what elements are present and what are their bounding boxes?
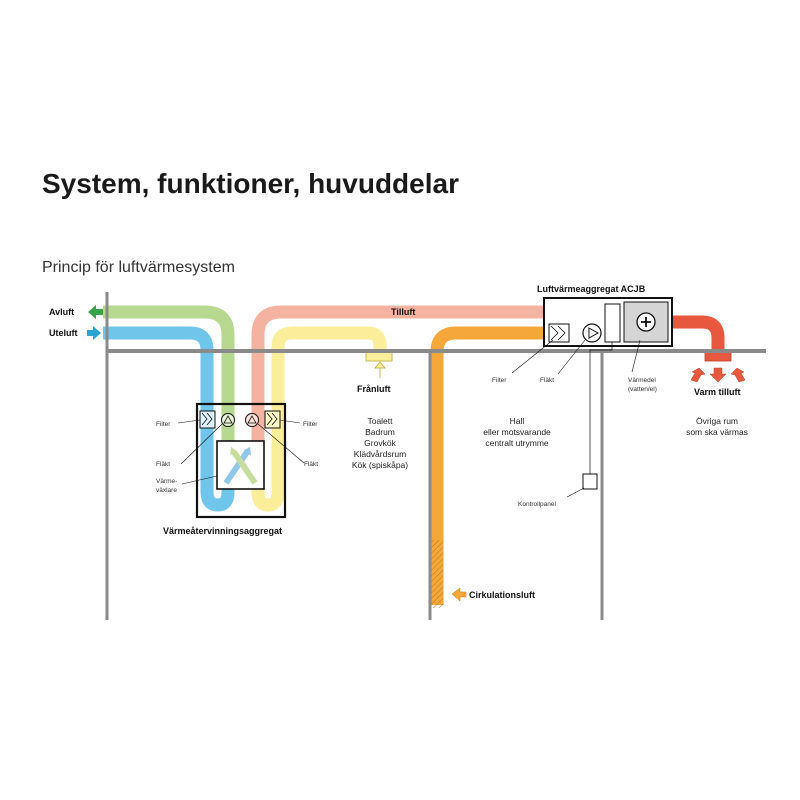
hrv-title: Värmeåtervinningsaggregat	[163, 526, 282, 536]
avluft-label: Avluft	[49, 307, 74, 317]
hrv-unit-box	[195, 402, 287, 519]
svg-text:Toalett: Toalett	[367, 416, 393, 426]
tilluft-label: Tilluft	[391, 307, 415, 317]
heat-exchanger-arrow-b-icon	[231, 450, 258, 485]
warm-arrow-center	[709, 367, 727, 383]
uteluft-duct	[103, 326, 214, 470]
svg-text:Kök (spiskåpa): Kök (spiskåpa)	[352, 460, 408, 470]
unit-fan-icon	[582, 323, 602, 343]
hrv-flakt-right-label: Fläkt	[304, 461, 318, 468]
svg-text:eller motsvarande: eller motsvarande	[483, 427, 551, 437]
hrv-varmevaxlare-label-2: växlare	[156, 487, 177, 494]
svg-text:Övriga rum: Övriga rum	[696, 416, 738, 426]
cirkulationsluft-label: Cirkulationsluft	[469, 590, 535, 600]
hrv-filter-left-label: Filter	[156, 421, 171, 428]
svg-text:Hall: Hall	[510, 416, 525, 426]
circulation-hatch	[431, 540, 443, 608]
hrv-bottom-bend-left	[200, 468, 235, 512]
franluft-arrow-icon	[374, 361, 386, 378]
varmedel-label-1: Värmedel	[628, 377, 656, 384]
tilluft-duct	[251, 305, 545, 470]
warm-arrow-left	[690, 367, 706, 383]
warm-tilluft-arrows	[690, 367, 746, 383]
control-panel-icon[interactable]	[582, 473, 598, 490]
hrv-filter-right-label: Filter	[303, 421, 318, 428]
franluft-grille	[365, 351, 393, 362]
avluft-arrow-icon	[88, 305, 103, 319]
avluft-duct	[103, 305, 235, 470]
uteluft-label: Uteluft	[49, 328, 78, 338]
other-rooms-text: Övriga rum som ska värmas	[686, 416, 748, 437]
warm-diffuser	[704, 351, 732, 362]
svg-text:som ska värmas: som ska värmas	[686, 427, 748, 437]
hrv-bottom-bend-right	[251, 468, 285, 512]
wet-rooms-list: Toalett Badrum Grovkök Klädvårdsrum Kök …	[352, 416, 408, 470]
unit-heater-section	[623, 301, 669, 343]
unit-title: Luftvärmeaggregat ACJB	[537, 284, 646, 294]
svg-text:Badrum: Badrum	[365, 427, 395, 437]
varmedel-label-2: (vatten/el)	[628, 386, 657, 393]
unit-filter-label: Filter	[492, 377, 507, 384]
warm-arrow-right	[730, 367, 746, 383]
varm-tilluft-label: Varm tilluft	[694, 387, 741, 397]
hall-text: Hall eller motsvarande centralt utrymme	[483, 416, 551, 448]
svg-text:Klädvårdsrum: Klädvårdsrum	[354, 449, 406, 459]
hrv-flakt-left-label: Fläkt	[156, 461, 170, 468]
page-title: System, funktioner, huvuddelar	[42, 168, 459, 199]
hrv-varmevaxlare-label-1: Värme-	[156, 478, 177, 485]
warm-supply-duct	[672, 315, 725, 355]
circulation-arrow-icon	[451, 587, 467, 602]
franluft-label: Frånluft	[357, 384, 391, 394]
kontrollpanel-label: Kontrollpanel	[518, 501, 556, 508]
circulation-duct	[430, 326, 545, 605]
svg-text:Grovkök: Grovkök	[364, 438, 396, 448]
svg-text:centralt utrymme: centralt utrymme	[485, 438, 549, 448]
page-subtitle: Princip för luftvärmesystem	[42, 259, 235, 276]
franluft-duct	[271, 326, 387, 470]
uteluft-arrow-icon	[87, 326, 101, 340]
control-panel-wire	[589, 342, 613, 475]
unit-mid-panel	[604, 303, 621, 343]
heat-exchanger-arrow-a-icon	[223, 450, 250, 485]
unit-flakt-label: Fläkt	[540, 377, 554, 384]
